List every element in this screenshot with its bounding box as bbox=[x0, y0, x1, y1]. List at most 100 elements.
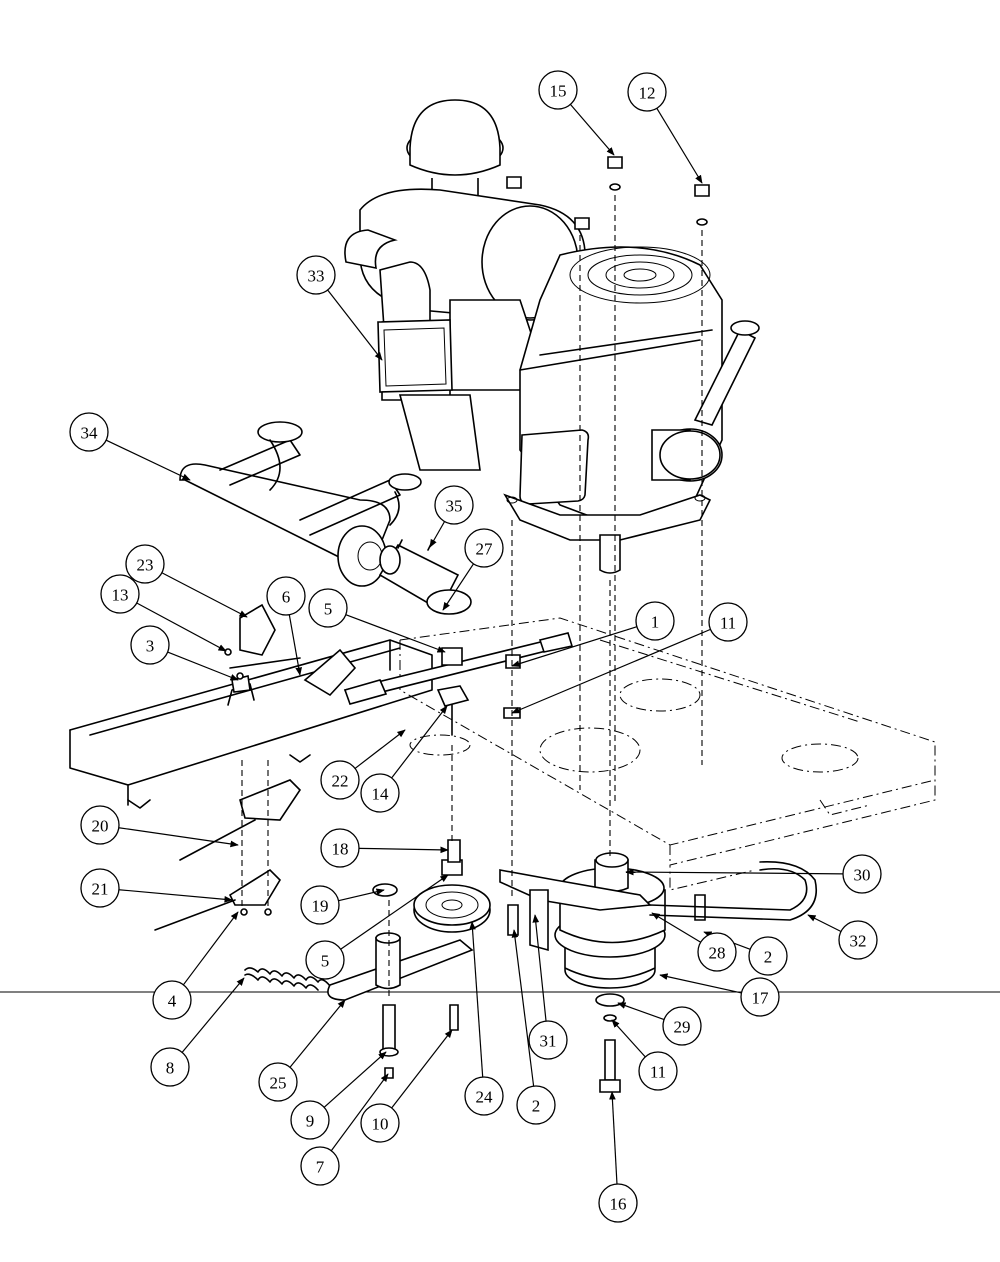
callout-4: 4 bbox=[152, 911, 239, 1020]
callout-leader bbox=[807, 914, 842, 933]
callout-number: 32 bbox=[850, 932, 867, 951]
callout-number: 19 bbox=[312, 897, 329, 916]
callout-circle bbox=[627, 72, 667, 112]
callout-number: 3 bbox=[146, 637, 155, 656]
callout-11: 11 bbox=[611, 1019, 678, 1091]
callout-circle bbox=[69, 412, 109, 452]
callout-leader bbox=[167, 651, 239, 681]
callout-leader bbox=[118, 827, 239, 848]
callout-32: 32 bbox=[807, 914, 878, 960]
idler-pulley bbox=[413, 884, 491, 933]
callout-leader bbox=[391, 1029, 453, 1109]
callout-1: 1 bbox=[511, 601, 675, 667]
callout-number: 34 bbox=[81, 424, 99, 443]
callout-circle bbox=[598, 1183, 638, 1223]
callout-number: 6 bbox=[282, 588, 291, 607]
callout-28: 28 bbox=[651, 912, 737, 972]
callout-circle bbox=[125, 544, 165, 584]
callout-circle bbox=[258, 1062, 298, 1102]
callout-leader bbox=[330, 1073, 389, 1152]
callout-leader bbox=[511, 628, 711, 714]
callout-leader bbox=[289, 999, 346, 1068]
callout-leader bbox=[511, 929, 535, 1087]
control-rod bbox=[343, 632, 574, 705]
callout-5: 5 bbox=[305, 874, 449, 980]
callout-circle bbox=[100, 574, 140, 614]
callout-23: 23 bbox=[125, 544, 248, 618]
callout-leader bbox=[659, 973, 742, 994]
bottom-washers bbox=[595, 993, 625, 1022]
callout-leader bbox=[651, 912, 702, 943]
callout-6: 6 bbox=[266, 576, 306, 676]
callout-number: 23 bbox=[137, 556, 154, 575]
callout-circle bbox=[80, 805, 120, 845]
cable-clamp bbox=[436, 685, 470, 736]
idler-arm bbox=[327, 932, 474, 1001]
alignment-lines bbox=[388, 195, 703, 1000]
muffler bbox=[179, 421, 422, 587]
callout-circle bbox=[308, 588, 348, 628]
callout-leader bbox=[391, 705, 448, 779]
callout-number: 14 bbox=[372, 785, 390, 804]
callout-number: 10 bbox=[372, 1115, 389, 1134]
callout-circle bbox=[300, 885, 340, 925]
callout-24: 24 bbox=[464, 921, 504, 1116]
engine-assembly bbox=[344, 99, 760, 574]
callout-20: 20 bbox=[80, 805, 239, 848]
callout-30: 30 bbox=[625, 854, 882, 894]
callout-circle bbox=[842, 854, 882, 894]
callout-leader bbox=[625, 868, 844, 876]
callout-number: 13 bbox=[112, 586, 129, 605]
callout-number: 33 bbox=[308, 267, 325, 286]
callout-number: 15 bbox=[550, 82, 567, 101]
callout-leader bbox=[617, 1002, 665, 1021]
callout-leader bbox=[354, 729, 406, 769]
callout-circle bbox=[266, 576, 306, 616]
callout-leader bbox=[532, 914, 547, 1022]
callout-number: 18 bbox=[332, 840, 349, 859]
callout-leader bbox=[182, 911, 239, 986]
callout-number: 17 bbox=[752, 989, 770, 1008]
callout-circle bbox=[434, 485, 474, 525]
callout-leader bbox=[345, 614, 446, 653]
callout-number: 29 bbox=[674, 1018, 691, 1037]
callout-31: 31 bbox=[528, 914, 568, 1060]
callout-15: 15 bbox=[538, 70, 615, 156]
callout-number: 31 bbox=[540, 1032, 557, 1051]
callout-27: 27 bbox=[442, 528, 504, 611]
callout-18: 18 bbox=[320, 828, 449, 868]
callout-circle bbox=[464, 528, 504, 568]
pins-and-bolts bbox=[379, 839, 706, 1093]
cable-brackets bbox=[154, 760, 302, 931]
callout-16: 16 bbox=[598, 1091, 638, 1223]
callout-22: 22 bbox=[320, 729, 406, 800]
callout-number: 4 bbox=[168, 992, 177, 1011]
belt-guard bbox=[649, 861, 817, 921]
callout-number: 24 bbox=[476, 1088, 494, 1107]
washer-and-nut bbox=[372, 647, 463, 897]
callout-circle bbox=[708, 602, 748, 642]
callout-number: 11 bbox=[650, 1063, 666, 1082]
callout-leader bbox=[429, 521, 446, 548]
callout-leader bbox=[358, 846, 449, 854]
callout-13: 13 bbox=[100, 574, 227, 652]
callout-number: 9 bbox=[306, 1112, 315, 1131]
callout-leader bbox=[569, 104, 615, 156]
top-nuts bbox=[503, 156, 710, 719]
callout-leader bbox=[511, 626, 638, 667]
callout-number: 7 bbox=[316, 1158, 325, 1177]
callout-number: 1 bbox=[651, 613, 660, 632]
callout-leader bbox=[611, 1019, 646, 1058]
callout-circle bbox=[80, 868, 120, 908]
callout-circle bbox=[296, 255, 336, 295]
callout-number: 2 bbox=[764, 948, 773, 967]
callout-circle bbox=[152, 980, 192, 1020]
callout-circle bbox=[464, 1076, 504, 1116]
callout-circle bbox=[305, 940, 345, 980]
callout-25: 25 bbox=[258, 999, 346, 1102]
callout-33: 33 bbox=[296, 255, 383, 361]
callout-35: 35 bbox=[429, 485, 474, 548]
callout-circle bbox=[838, 920, 878, 960]
